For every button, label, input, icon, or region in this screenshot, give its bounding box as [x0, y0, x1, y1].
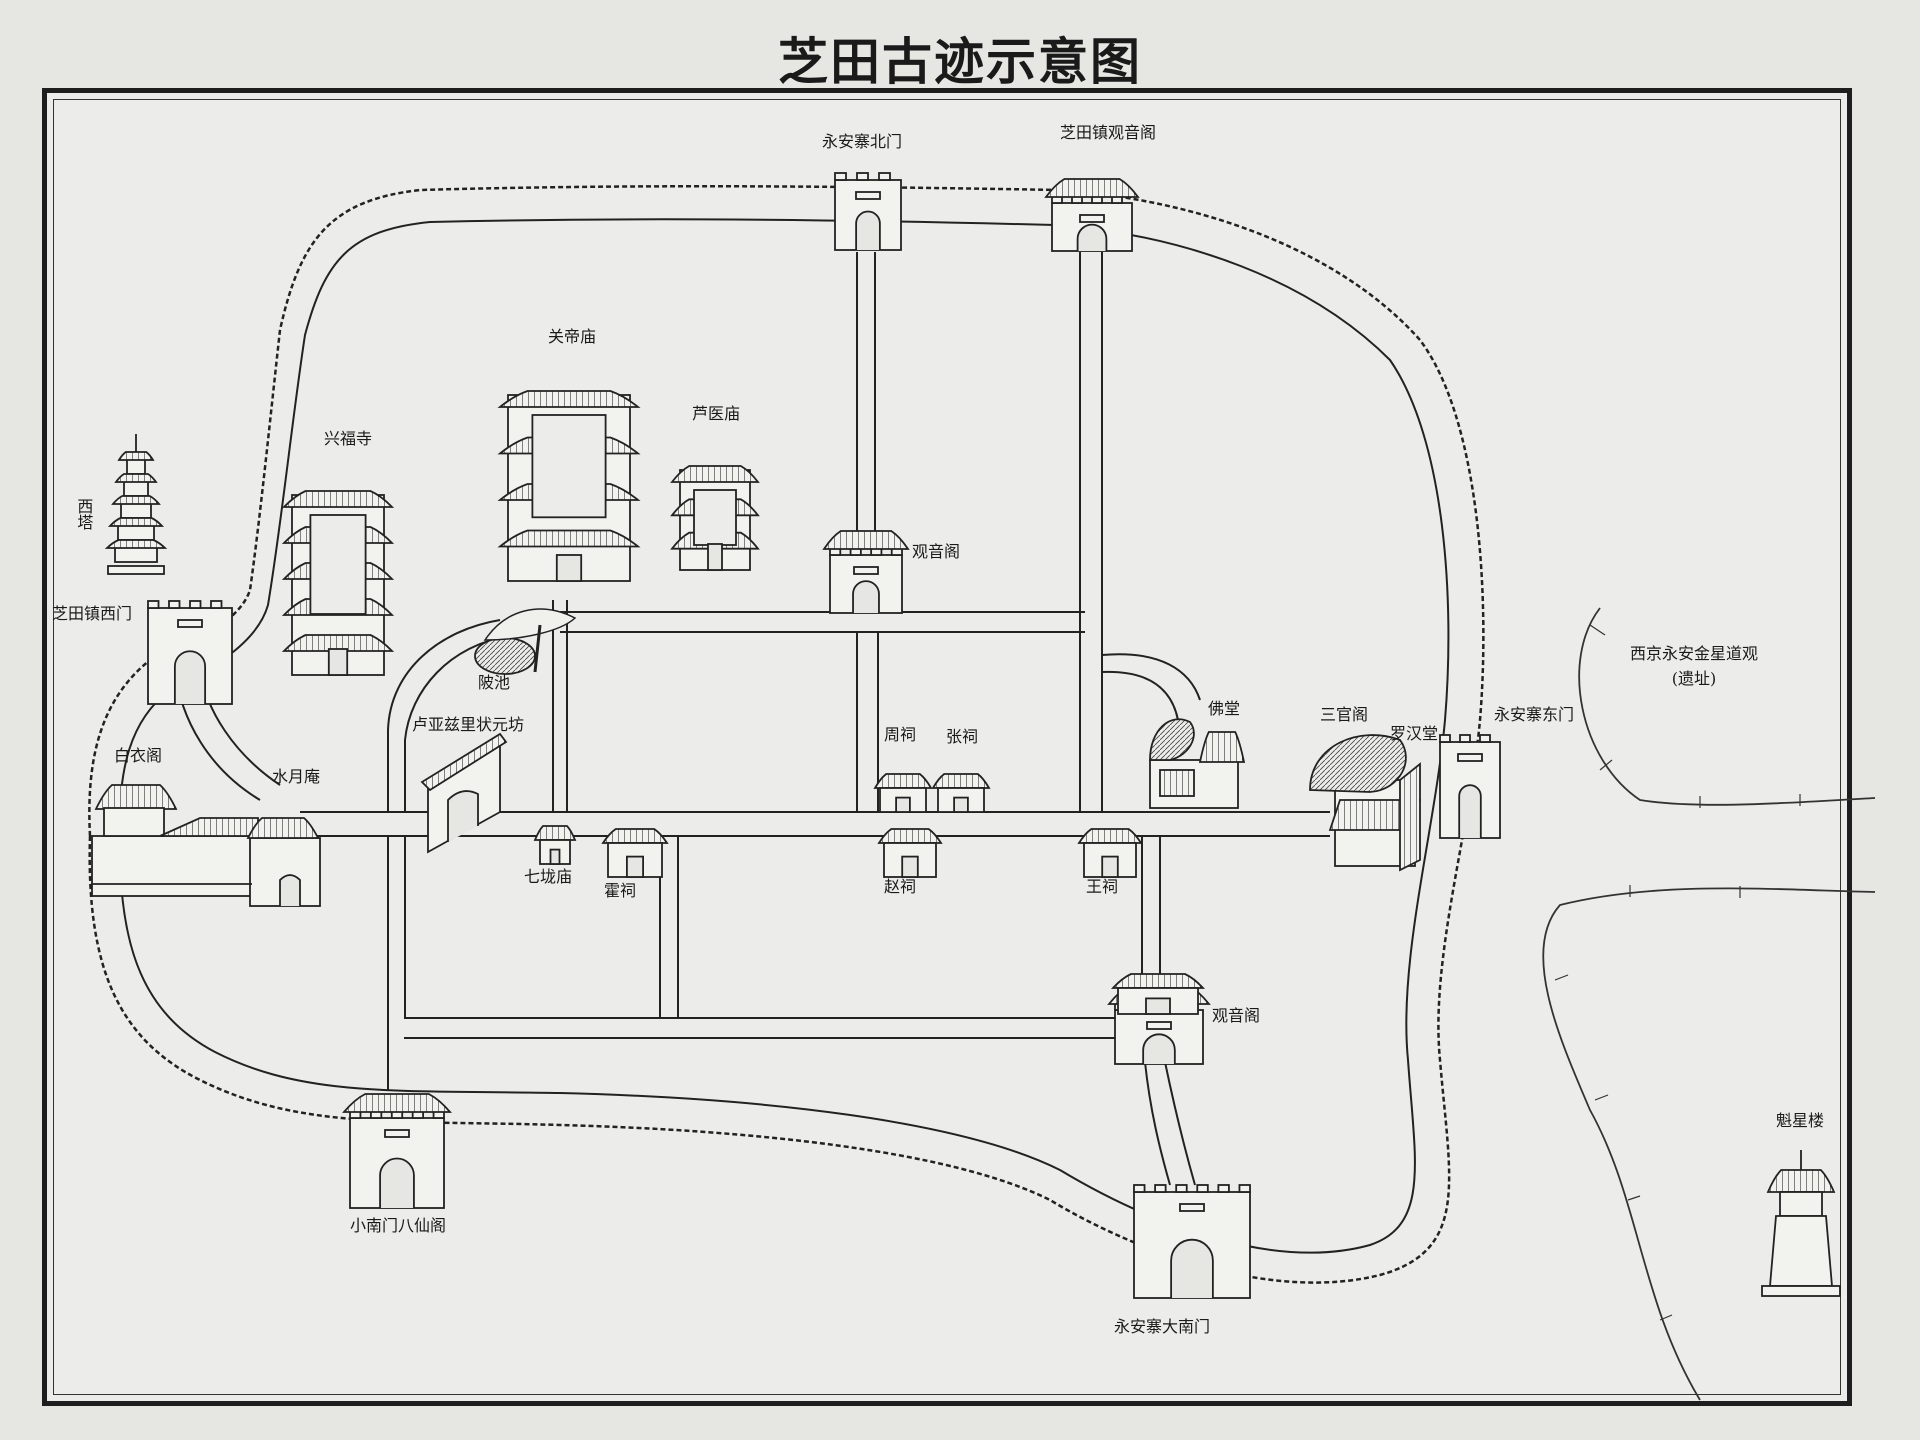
- big-south-gate-icon: [1133, 1184, 1251, 1299]
- west-pagoda-icon: [104, 434, 168, 575]
- big-south-gate-label: 永安寨大南门: [1113, 1317, 1211, 1336]
- xingfu-temple-icon: [281, 490, 395, 676]
- kuixing-tower-label: 魁星楼: [1775, 1111, 1825, 1130]
- shuiyue-nunnery-label: 水月庵: [272, 767, 321, 786]
- xijing-ruins-label: 西京永安金星道观: [1629, 644, 1759, 663]
- river: [1542, 607, 1876, 1401]
- city-wall-outer: [88, 185, 1485, 1284]
- luohan-hall-icon: [1399, 762, 1421, 872]
- north-gate-icon: [834, 172, 902, 251]
- streets: [174, 252, 1330, 1186]
- map-frame: [42, 88, 1852, 1406]
- buddha-hall-icon: [1149, 718, 1246, 809]
- wang-shrine-label: 王祠: [1086, 877, 1119, 896]
- xijing-ruins-note: (遗址): [1671, 669, 1717, 688]
- pond-water: [474, 637, 536, 675]
- buddha-hall-label: 佛堂: [1208, 699, 1241, 718]
- east-gate-label: 永安寨东门: [1494, 705, 1575, 724]
- zhao-shrine-label: 赵祠: [884, 877, 917, 896]
- east-gate-icon: [1439, 734, 1501, 839]
- pond-tree-icon: [483, 608, 577, 673]
- baiyi-pavilion-label: 白衣阁: [114, 746, 163, 765]
- luohan-hall-label: 罗汉堂: [1390, 724, 1439, 743]
- luyi-temple-icon: [670, 465, 760, 571]
- city-wall: [88, 185, 1485, 1284]
- memorial-arch-label: 卢亚兹里状元坊: [412, 715, 525, 734]
- sanguan-pavilion-label: 三官阁: [1320, 705, 1369, 724]
- xingfu-temple-label: 兴福寺: [323, 429, 373, 448]
- baiyi-pavilion-complex-icon: [91, 784, 321, 907]
- pond-label: 陂池: [478, 673, 511, 692]
- zhou-shrine-label: 周祠: [884, 725, 917, 744]
- qilong-temple-label: 七垅庙: [524, 867, 573, 886]
- guanyin-pavilion-mid-label: 观音阁: [912, 542, 961, 561]
- west-gate-label: 芝田镇西门: [52, 604, 133, 623]
- qilong-temple-icon: [533, 825, 577, 865]
- map-title: 芝田古迹示意图: [778, 33, 1142, 91]
- wang-shrine-icon: [1077, 828, 1143, 878]
- guanyin-pavilion-mid-icon: [822, 530, 910, 614]
- kuixing-tower-icon: [1761, 1150, 1841, 1297]
- north-gate-label: 永安寨北门: [821, 132, 903, 151]
- huo-shrine-icon: [601, 828, 669, 878]
- huo-shrine-label: 霍祠: [604, 881, 637, 900]
- luyi-temple-label: 芦医庙: [691, 404, 741, 423]
- guandi-temple-label: 关帝庙: [547, 327, 597, 346]
- small-south-gate-label: 小南门八仙阁: [349, 1216, 447, 1235]
- town-guanyin-gate-icon: [1044, 178, 1140, 252]
- west-gate-icon: [147, 600, 233, 705]
- guanyin-pavilion-south-upper-icon: [1110, 973, 1206, 1015]
- small-south-gate-icon: [342, 1093, 452, 1209]
- city-wall-inner: [118, 218, 1450, 1254]
- memorial-arch-icon: [420, 732, 508, 854]
- guanyin-pavilion-south-label: 观音阁: [1212, 1006, 1261, 1025]
- zhang-shrine-icon: [931, 773, 991, 813]
- zhao-shrine-icon: [877, 828, 943, 878]
- town-guanyin-pavilion-label: 芝田镇观音阁: [1059, 123, 1157, 142]
- zhou-shrine-icon: [873, 773, 933, 813]
- guandi-temple-icon: [497, 390, 641, 582]
- zhang-shrine-label: 张祠: [946, 727, 979, 746]
- west-pagoda-label: 西塔: [74, 498, 94, 530]
